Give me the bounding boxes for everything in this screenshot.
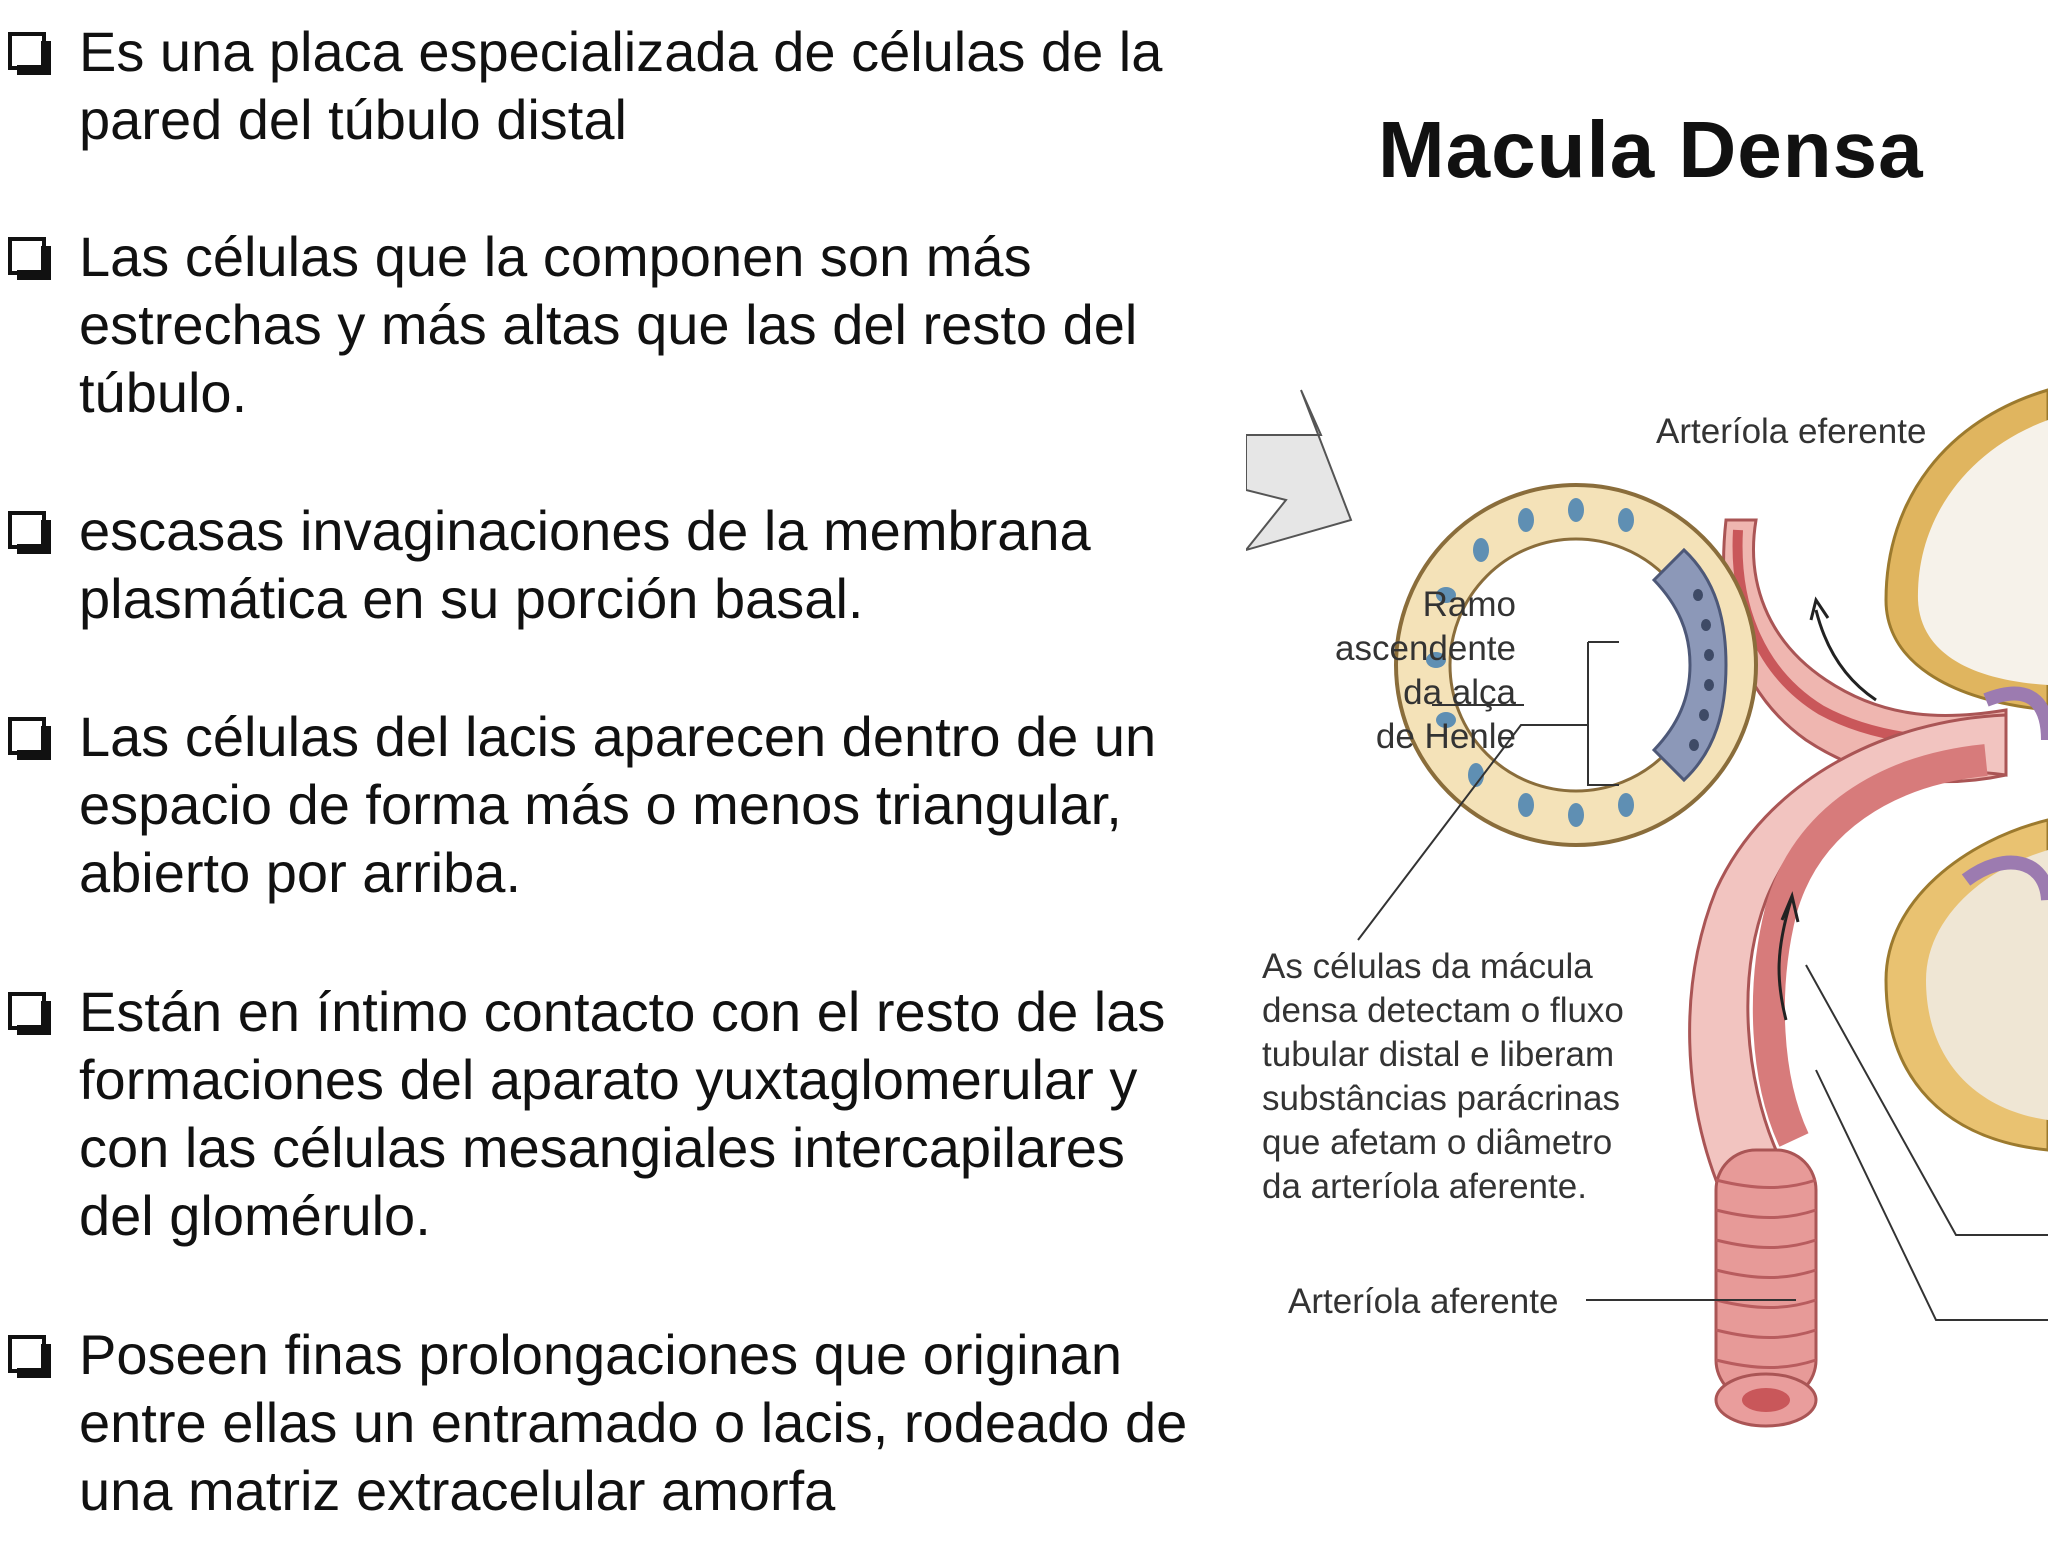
label-ascending-limb: Ramo ascendente da alça de Henle [1335,585,1516,756]
ascending-limb-tubule [1394,483,1758,847]
glomerulus-space-bottom [1926,850,2048,1120]
macula-densa-cells [1651,547,1728,783]
slide-title: Macula Densa [1378,105,1924,194]
illustration-graphic [1243,388,2048,1428]
leader-lines [1357,641,2048,1321]
juxtaglomerular-illustration: Arteríola eferente Ramo ascendente da al… [1243,380,2048,1536]
flow-arrow-icon [1777,891,1800,1021]
flow-arrow-icon [1809,596,1877,702]
label-macula-densa-cells: As células da mácula densa detectam o fl… [1262,947,1624,1206]
bullet-text: Están en íntimo contacto con el resto de… [79,980,1166,1247]
bullet-text: Las células del lacis aparecen dentro de… [79,705,1157,904]
bullet-text: Es una placa especializada de células de… [79,20,1163,151]
checkbox-bullet-icon [8,237,51,280]
glomerulus-space-top [1917,420,2048,685]
checkbox-bullet-icon [8,992,51,1035]
pointer-arrow-icon [1243,389,1353,552]
bullet-text: Poseen finas prolongaciones que originan… [79,1323,1188,1522]
checkbox-bullet-icon [8,717,51,760]
afferent-arteriole-coil [1714,1148,1818,1428]
checkbox-bullet-icon [8,32,51,75]
checkbox-bullet-icon [8,1335,51,1378]
checkbox-bullet-icon [8,511,51,554]
label-afferent-arteriole: Arteríola aferente [1288,1282,1559,1321]
afferent-arteriole-lumen [1752,744,1988,1147]
label-efferent-arteriole: Arteríola eferente [1656,412,1927,451]
bullet-text: Las células que la componen son más estr… [79,225,1138,424]
bullet-text: escasas invaginaciones de la membrana pl… [79,499,1091,630]
